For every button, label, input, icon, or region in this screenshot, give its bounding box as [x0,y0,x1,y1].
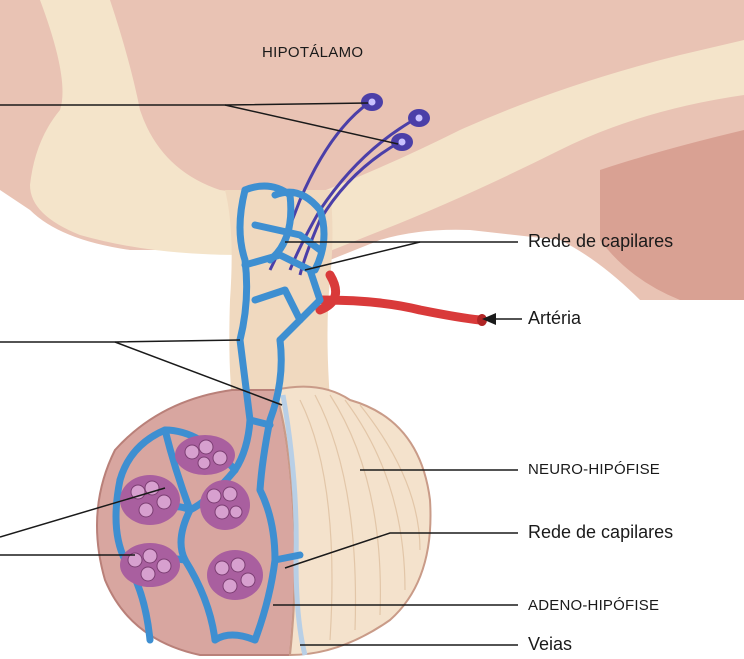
label-capillary-network-top: Rede de capilares [528,231,673,252]
label-capillary-network-bottom: Rede de capilares [528,522,673,543]
label-adeno-hypophysis: ADENO-HIPÓFISE [528,597,659,614]
label-veins: Veias [528,634,572,655]
label-hypothalamus: HIPOTÁLAMO [262,44,363,61]
label-neuro-hypophysis: NEURO-HIPÓFISE [528,461,660,478]
artery-vessel [320,275,480,320]
label-artery: Artéria [528,308,581,329]
